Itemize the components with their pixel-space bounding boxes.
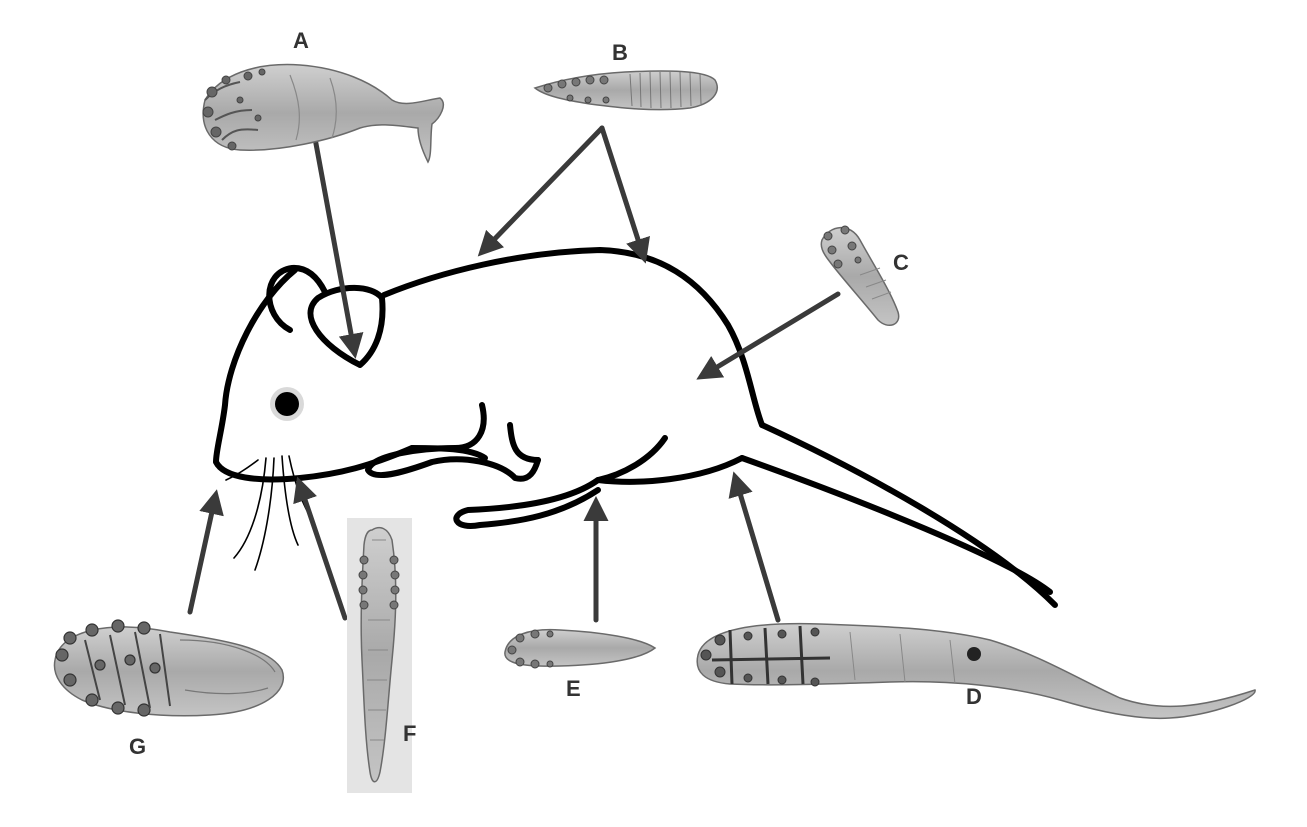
label-c: C [893,250,909,275]
mite-f-image [347,518,412,793]
arrow-c [704,294,838,375]
arrows [190,122,838,620]
arrow-d [736,480,778,620]
mite-b-image [535,71,717,110]
mouse-whiskers [226,456,312,570]
mite-g-image [54,620,283,716]
arrow-f [300,485,345,618]
arrow-b-right [602,128,643,255]
mouse-back [384,250,762,425]
label-a: A [293,28,309,53]
label-b: B [612,40,628,65]
mouse-forearm [510,425,538,460]
mouse-outline [216,250,1055,605]
label-e: E [566,676,581,701]
mouse-tail-lower [742,458,1050,592]
label-g: G [129,734,146,759]
arrow-g [190,498,215,612]
arrow-a [312,122,354,350]
label-f: F [403,721,416,746]
mite-c-image [821,226,898,325]
mouse-tail-upper [762,425,1055,605]
mite-a-image [203,65,443,162]
arrow-b-left [484,128,602,250]
mite-e-image [505,630,655,668]
label-d: D [966,684,982,709]
mouse-belly [598,458,742,482]
